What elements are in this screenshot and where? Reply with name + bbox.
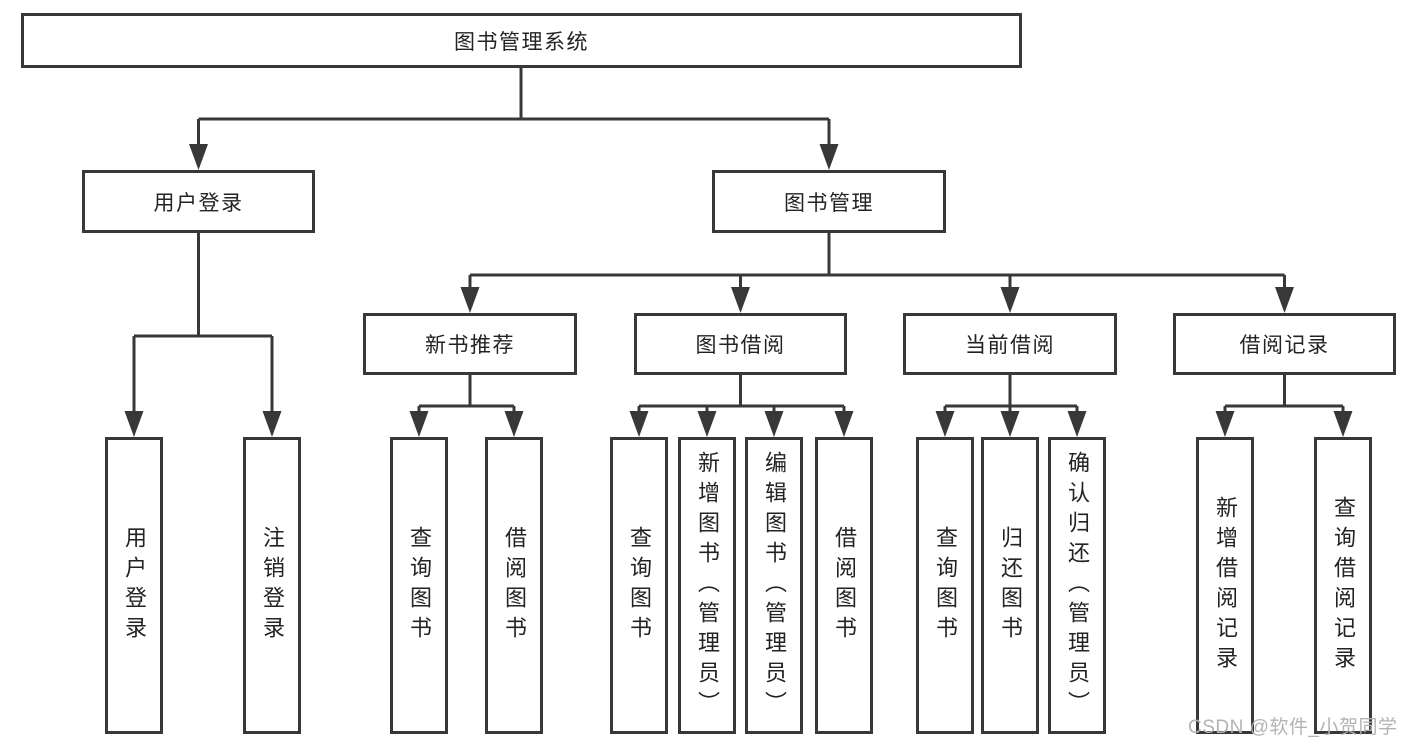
- leaf-bb-borrow-books: 借阅图书: [815, 437, 873, 734]
- node-borrowing-records: 借阅记录: [1173, 313, 1396, 375]
- leaf-logout: 注销登录: [243, 437, 301, 734]
- leaf-nb-query-books-label: 查询图书: [407, 525, 432, 646]
- leaf-cb-return-books: 归还图书: [981, 437, 1039, 734]
- node-book-management: 图书管理: [712, 170, 946, 233]
- leaf-nb-borrow-books-label: 借阅图书: [502, 525, 527, 646]
- node-book-borrowing: 图书借阅: [634, 313, 847, 375]
- leaf-bb-add-books-admin: 新增图书（管理员）: [678, 437, 736, 734]
- node-borrowing-records-label: 借阅记录: [1239, 334, 1330, 357]
- node-root-library-system: 图书管理系统: [21, 13, 1022, 68]
- node-new-book-recommend-label: 新书推荐: [425, 334, 515, 357]
- leaf-bb-add-books-admin-label: 新增图书（管理员）: [695, 450, 720, 721]
- node-current-borrowing-label: 当前借阅: [965, 334, 1055, 357]
- leaf-user-login: 用户登录: [105, 437, 163, 734]
- leaf-user-login-label: 用户登录: [122, 525, 147, 646]
- node-book-borrowing-label: 图书借阅: [695, 334, 786, 357]
- leaf-cb-query-books: 查询图书: [916, 437, 974, 734]
- node-current-borrowing: 当前借阅: [903, 313, 1117, 375]
- leaf-cb-query-books-label: 查询图书: [933, 525, 958, 646]
- leaf-br-query-record-label: 查询借阅记录: [1331, 495, 1356, 676]
- node-root-label: 图书管理系统: [454, 30, 589, 54]
- leaf-bb-query-books-label: 查询图书: [627, 525, 652, 646]
- node-book-management-label: 图书管理: [784, 191, 874, 215]
- leaf-bb-borrow-books-label: 借阅图书: [832, 525, 857, 646]
- leaf-cb-confirm-return-admin: 确认归还（管理员）: [1048, 437, 1106, 734]
- leaf-br-add-record: 新增借阅记录: [1196, 437, 1254, 734]
- leaf-cb-confirm-return-admin-label: 确认归还（管理员）: [1065, 450, 1090, 721]
- leaf-bb-edit-books-admin-label: 编辑图书（管理员）: [762, 450, 787, 721]
- leaf-br-query-record: 查询借阅记录: [1314, 437, 1372, 734]
- node-user-login-label: 用户登录: [153, 191, 244, 215]
- arrowheads: [124, 144, 1353, 437]
- leaf-nb-query-books: 查询图书: [390, 437, 448, 734]
- leaf-cb-return-books-label: 归还图书: [998, 525, 1023, 646]
- leaf-bb-edit-books-admin: 编辑图书（管理员）: [745, 437, 803, 734]
- leaf-logout-label: 注销登录: [260, 525, 285, 646]
- csdn-watermark: CSDN @软件_小贺同学: [1188, 717, 1398, 738]
- leaf-nb-borrow-books: 借阅图书: [485, 437, 543, 734]
- leaf-br-add-record-label: 新增借阅记录: [1213, 495, 1238, 676]
- leaf-bb-query-books: 查询图书: [610, 437, 668, 734]
- node-user-login: 用户登录: [82, 170, 315, 233]
- node-new-book-recommend: 新书推荐: [363, 313, 577, 375]
